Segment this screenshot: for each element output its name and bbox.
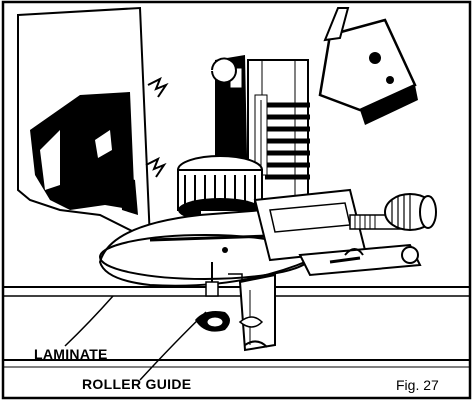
roller-guide-leader-line — [139, 311, 207, 381]
laminate-leader-line — [64, 295, 114, 347]
motor-housing — [17, 6, 169, 242]
roller-guide-bracket — [195, 273, 276, 352]
adjustment-knob — [349, 193, 437, 231]
leader-lines — [64, 295, 207, 381]
edge-guide — [253, 188, 422, 277]
roller-guide-label: ROLLER GUIDE — [82, 376, 192, 392]
router-base — [98, 206, 312, 297]
figure-number: Fig. 27 — [396, 377, 439, 393]
laminate-label: LAMINATE — [34, 346, 108, 362]
router-handle — [318, 7, 418, 125]
worktop — [3, 286, 470, 368]
